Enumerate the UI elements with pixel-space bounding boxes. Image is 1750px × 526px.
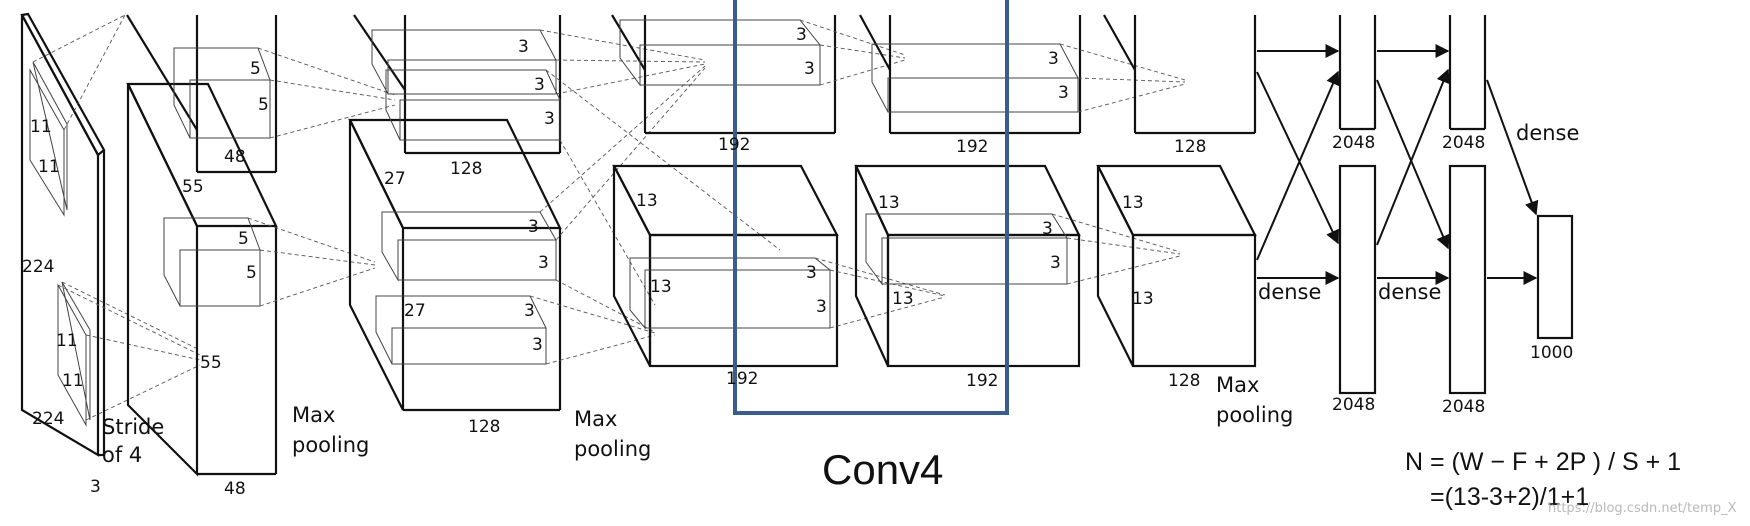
output-size: 1000 [1530,343,1573,363]
conv2-volumes [348,14,562,412]
conv4-kernel-size: 3 [1048,49,1059,69]
fc6-size-top: 2048 [1332,133,1375,153]
conv3-volumes [611,14,839,368]
input-kernel-size: 11 [30,117,52,137]
conv5-depth-bottom: 128 [1168,371,1200,391]
conv1-depth-top: 48 [224,147,246,167]
conv3-kernel-size: 3 [804,59,815,79]
conv4-highlight-box [733,0,1009,415]
conv1-volumes [126,14,278,477]
conv2-kernel-size: 3 [528,217,539,237]
conv5-depth-top: 128 [1174,137,1206,157]
input-height: 224 [22,257,54,277]
conv2-size: 27 [384,169,406,189]
conv2-kernel-size: 3 [532,335,543,355]
conv4-size: 13 [878,193,900,213]
conv1-dashes [247,47,396,307]
conv2-depth-bottom: 128 [468,417,500,437]
conv1-depth-bottom: 48 [224,479,246,499]
maxpool1-label: Max [292,403,335,427]
conv4-kernel-size: 3 [1042,219,1053,239]
fc7-size-bottom: 2048 [1442,397,1485,417]
conv4-size: 13 [892,289,914,309]
conv1-kernel-size: 5 [258,95,269,115]
maxpool3-label: pooling [1216,403,1293,427]
input-kernel-size: 11 [62,371,84,391]
conv1-labels: 5 5 48 55 5 5 55 48 Max pooling [182,59,369,499]
conv5-volumes [1096,14,1257,368]
conv4-depth-bottom: 192 [966,371,998,391]
conv1-kernel-size: 5 [250,59,261,79]
conv2-kernel-size: 3 [534,75,545,95]
input-depth: 3 [90,477,101,497]
conv4-depth-top: 192 [956,137,988,157]
fc6-size-bottom: 2048 [1332,395,1375,415]
input-volume [20,12,106,457]
maxpool2-label: Max [574,407,617,431]
conv1-kernel-size: 5 [246,263,257,283]
conv4-volumes [854,14,1082,368]
conv5-size: 13 [1122,193,1144,213]
input-labels: 11 11 224 11 11 224 3 Stride of 4 [22,117,164,497]
conv3-size: 13 [650,277,672,297]
stride-label: of 4 [102,443,142,467]
conv1-size: 55 [200,353,222,373]
conv5-size: 13 [1132,289,1154,309]
conv2-kernel-size: 3 [544,109,555,129]
conv3-depth-bottom: 192 [726,369,758,389]
maxpool2-label: pooling [574,437,651,461]
conv1-size: 55 [182,177,204,197]
conv3-depth-top: 192 [718,135,750,155]
stride-label: Stride [102,415,164,439]
conv3-kernel-size: 3 [816,297,827,317]
conv2-labels: 3 3 3 128 27 3 3 27 3 3 128 Max pooling [384,37,651,461]
conv2-kernel-size: 3 [518,37,529,57]
conv4-labels: 3 3 192 13 3 3 13 192 [878,49,1069,391]
conv3-labels: 3 3 192 13 13 3 3 192 [636,25,827,389]
maxpool1-label: pooling [292,433,369,457]
dense-label: dense [1516,121,1579,145]
conv4-kernel-size: 3 [1050,253,1061,273]
conv3-kernel-size: 3 [806,263,817,283]
dense-label: dense [1258,280,1321,304]
conv3-size: 13 [636,191,658,211]
input-kernel-size: 11 [38,157,60,177]
conv2-depth-top: 128 [450,159,482,179]
conv2-kernel-size: 3 [524,301,535,321]
conv5-labels: 128 13 13 128 Max pooling [1122,137,1293,427]
conv4-kernel-size: 3 [1058,83,1069,103]
conv4-dashes [1051,43,1186,285]
formula-line-2: =(13-3+2)/1+1 [1430,483,1589,511]
dense-layers [1338,15,1574,395]
conv2-size: 27 [404,301,426,321]
conv2-kernel-size: 3 [538,253,549,273]
formula-line-1: N = (W − F + 2P ) / S + 1 [1405,448,1681,476]
fc7-size-top: 2048 [1442,133,1485,153]
conv4-title: Conv4 [822,446,943,493]
dense-arrows [1256,44,1539,285]
input-width: 224 [32,409,64,429]
dense-label: dense [1378,280,1441,304]
input-kernel-size: 11 [56,331,78,351]
conv1-kernel-size: 5 [238,229,249,249]
watermark: https://blog.csdn.net/temp_X [1548,501,1737,516]
conv3-kernel-size: 3 [796,25,807,45]
maxpool3-label: Max [1216,373,1259,397]
dense-labels: 2048 2048 dense dense dense 1000 2048 20… [1258,121,1579,417]
conv2-dashes [529,29,781,365]
